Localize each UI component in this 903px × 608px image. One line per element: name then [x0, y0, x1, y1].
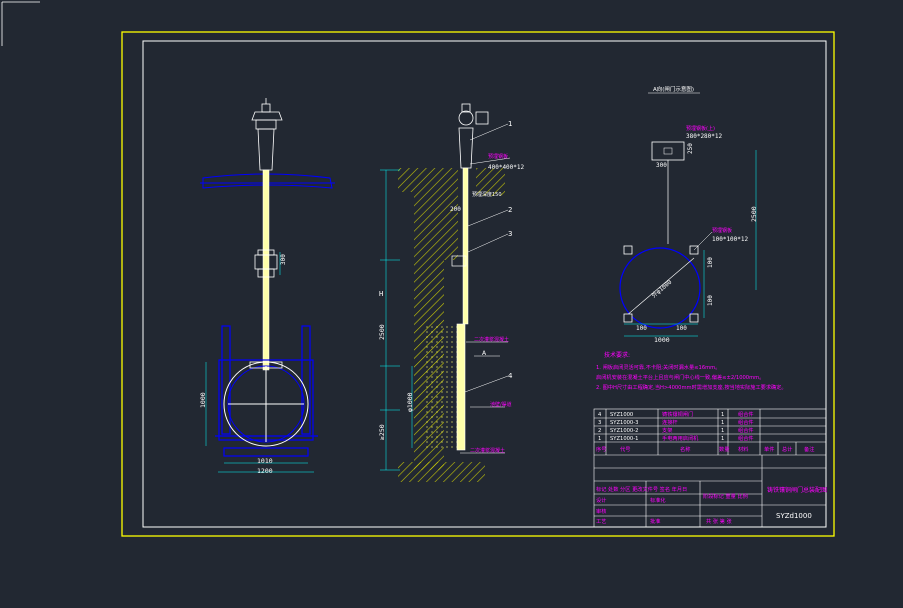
part-4-code: SYZ1000 — [610, 412, 633, 418]
part-4-mat: 组合件 — [738, 410, 754, 418]
header-qty: 数量 — [719, 445, 729, 453]
embed-plate-size: 400*400*12 — [488, 164, 525, 171]
header-unit: 单件 — [764, 445, 774, 453]
part-4-qty: 1 — [721, 412, 724, 418]
wall-label: 池壁/渠道 — [490, 401, 512, 408]
top-embed-plate — [651, 141, 685, 161]
dim-2500: 2500 — [378, 324, 386, 340]
front-view[interactable]: 300 1000 1010 1200 — [199, 98, 335, 475]
view-a-title: A向(闸门示意图) — [653, 85, 694, 93]
concrete-wall — [398, 168, 505, 482]
sheet-outer-frame — [121, 31, 835, 537]
notes-title: 技术要求: — [604, 351, 630, 359]
craft-row: 工艺 — [596, 518, 606, 525]
embed-plate-label: 预埋钢板 — [488, 153, 508, 160]
callout-3: 3 — [508, 230, 512, 238]
actuator-hoist — [251, 98, 283, 171]
part-3-qty: 1 — [721, 420, 724, 426]
stage-row: 阶段标记 重量 比例 — [703, 492, 748, 500]
drawing-number: SYZd1000 — [776, 512, 812, 520]
sheet-row: 共 张 第 张 — [706, 517, 733, 525]
dim-H: H — [379, 290, 383, 298]
gate-disc — [223, 361, 309, 447]
title-block[interactable]: 4 SYZ1000 铸铁镶铜闸门 1 组合件 3 SYZ1000-3 连接杆 1… — [593, 408, 827, 528]
valve-stem — [262, 169, 270, 371]
header-no: 序号 — [596, 445, 606, 453]
part-3-no: 3 — [598, 420, 601, 426]
view-a-gate-circle — [619, 247, 701, 329]
part-3-name: 连接杆 — [662, 418, 678, 426]
part-3-mat: 组合件 — [738, 418, 754, 426]
part-1-code: SYZ1000-1 — [610, 436, 638, 442]
header-name: 名称 — [680, 445, 690, 453]
part-1-name: 手电两用启闭机 — [662, 434, 699, 442]
review-row: 审核 — [596, 507, 606, 515]
dim-380x280: 380*280*12 — [686, 133, 723, 140]
design-row: 设计 — [596, 496, 606, 504]
model-origin-marker — [1, 1, 40, 46]
dim-100-a: 100 — [707, 257, 714, 268]
dim-1010: 1010 — [257, 457, 273, 465]
note-2: 2. 图中H尺寸由工程确定,当H>4000mm时需增加支座,按当地实际施工要求确… — [596, 383, 787, 391]
drawing-title: 铸铁镶铜闸门总装配图 — [767, 486, 827, 494]
part-2-code: SYZ1000-2 — [610, 428, 638, 434]
grout-bottom-label: 二次灌浆混凝土 — [470, 447, 505, 454]
embed-depth-label: 预埋深度150 — [472, 191, 502, 198]
technical-notes: 技术要求: 1. 闸板启闭灵活可靠,不卡阻;关闭时漏水量≤16mm。 启闭机安装… — [596, 351, 787, 391]
dim-200: 200 — [450, 206, 461, 213]
callout-4: 4 — [508, 372, 513, 380]
part-1-no: 1 — [598, 436, 601, 442]
header-mat: 材料 — [738, 445, 748, 453]
callout-1: 1 — [508, 120, 512, 128]
revision-row: 标记 处数 分区 更改文件号 签名 年月日 — [596, 485, 687, 493]
view-A-marker: A — [482, 350, 487, 357]
dim-250: ≥250 — [378, 424, 386, 440]
side-actuator — [458, 103, 489, 169]
side-view[interactable]: H 2500 φ1000 ≥250 200 预埋钢板 400*400*12 预埋… — [378, 103, 525, 482]
dim-100-c: 100 — [636, 325, 647, 332]
header-total: 总计 — [782, 445, 792, 453]
callout-2: 2 — [508, 206, 512, 214]
part-2-mat: 组合件 — [738, 426, 754, 434]
dim-2500-a: 2500 — [750, 206, 758, 222]
side-stem — [462, 167, 469, 325]
sheet-inner-border — [142, 40, 827, 528]
dim-100-b: 100 — [707, 295, 714, 306]
dim-100-d: 100 — [676, 325, 687, 332]
view-a[interactable]: A向(闸门示意图) 预埋钢板(上) 380*280*12 300 250 250… — [619, 85, 758, 344]
side-gate-body — [456, 323, 466, 451]
part-2-qty: 1 — [721, 428, 724, 434]
std-row: 标准化 — [650, 496, 666, 504]
front-dimensions — [205, 362, 314, 473]
part-2-name: 支架 — [662, 426, 672, 434]
dim-1200: 1200 — [257, 467, 273, 475]
dim-1000: 1000 — [199, 392, 207, 408]
note-1b: 启闭机安装在混凝土平台上且应与闸门中心线一致,偏差≤±2/1000mm。 — [596, 373, 764, 381]
top-plate-label: 预埋钢板(上) — [686, 125, 715, 132]
dim-1000-a: 1000 — [654, 336, 670, 344]
part-2-no: 2 — [598, 428, 601, 434]
part-callouts — [464, 123, 509, 393]
dim-100x100: 100*100*12 — [712, 236, 749, 243]
part-4-no: 4 — [598, 412, 602, 418]
part-4-name: 铸铁镶铜闸门 — [662, 410, 693, 418]
part-3-code: SYZ1000-3 — [610, 420, 638, 426]
part-1-qty: 1 — [721, 436, 724, 442]
embed-plate-callout: 预埋钢板 400*400*12 预埋深度150 — [469, 153, 525, 198]
side-dimensions — [380, 169, 413, 471]
header-code: 代号 — [620, 445, 630, 453]
dim-300: 300 — [656, 162, 667, 169]
dim-250: 250 — [687, 143, 694, 154]
approve-row: 批准 — [650, 517, 660, 525]
header-remark: 备注 — [804, 445, 814, 453]
note-1: 1. 闸板启闭灵活可靠,不卡阻;关闭时漏水量≤16mm。 — [596, 363, 720, 371]
dim-300: 300 — [280, 254, 287, 265]
bolt-plate-label: 预埋钢板 — [712, 227, 732, 234]
stem-coupling — [254, 249, 278, 278]
part-1-mat: 组合件 — [738, 434, 754, 442]
dim-phi1000: φ1000 — [406, 392, 414, 412]
grout-label: 二次灌浆混凝土 — [474, 336, 509, 343]
dim-dia: 外φ1000 — [650, 278, 674, 300]
